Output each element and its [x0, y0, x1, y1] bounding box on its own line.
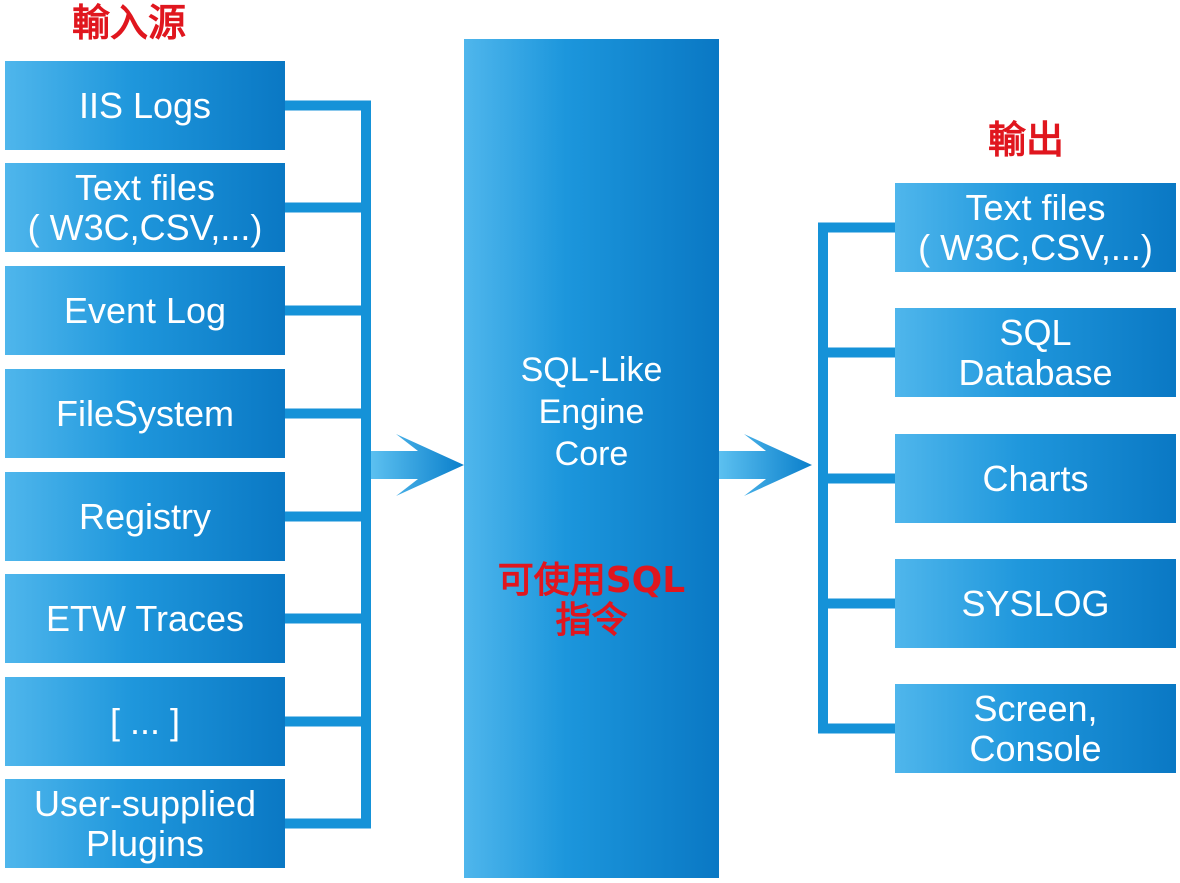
- input-connector-branch: [285, 613, 371, 624]
- output-connector-branch: [818, 347, 895, 358]
- input-connector-branch: [285, 716, 371, 727]
- input-connector-branch: [285, 818, 371, 829]
- input-connector-branch: [285, 100, 371, 111]
- input-text-files: Text files ( W3C,CSV,...): [5, 163, 285, 252]
- input-filesystem: FileSystem: [5, 369, 285, 458]
- output-charts: Charts: [895, 434, 1176, 523]
- output-arrow: [719, 434, 812, 496]
- input-arrow: [371, 434, 464, 496]
- inputs-heading: 輸入源: [72, 1, 187, 45]
- output-connector-branch: [818, 723, 895, 734]
- output-connector-branch: [818, 473, 895, 484]
- input-etw-traces: ETW Traces: [5, 574, 285, 663]
- output-text-files: Text files ( W3C,CSV,...): [895, 183, 1176, 272]
- output-connector-branch: [818, 222, 895, 233]
- input-iis-logs: IIS Logs: [5, 61, 285, 150]
- input-registry: Registry: [5, 472, 285, 561]
- input-connector-branch: [285, 202, 371, 213]
- output-syslog: SYSLOG: [895, 559, 1176, 648]
- input-event-log: Event Log: [5, 266, 285, 355]
- output-connector: [818, 222, 895, 734]
- input-connector-branch: [285, 408, 371, 419]
- engine-title: SQL-Like Engine Core: [520, 351, 663, 473]
- input-more: [ ... ]: [5, 677, 285, 766]
- engine-core-block: SQL-Like Engine Core 可使用SQL 指令: [464, 39, 719, 878]
- input-connector: [285, 100, 375, 829]
- output-connector-trunk: [818, 222, 828, 734]
- input-user-plugins: User-supplied Plugins: [5, 779, 285, 868]
- output-connector-branch: [818, 598, 895, 609]
- input-connector-branch: [285, 305, 371, 316]
- output-sql-database: SQL Database: [895, 308, 1176, 397]
- outputs-heading: 輸出: [988, 118, 1065, 162]
- input-connector-branch: [285, 511, 371, 522]
- output-screen-console: Screen, Console: [895, 684, 1176, 773]
- engine-sql-note: 可使用SQL 指令: [497, 560, 686, 641]
